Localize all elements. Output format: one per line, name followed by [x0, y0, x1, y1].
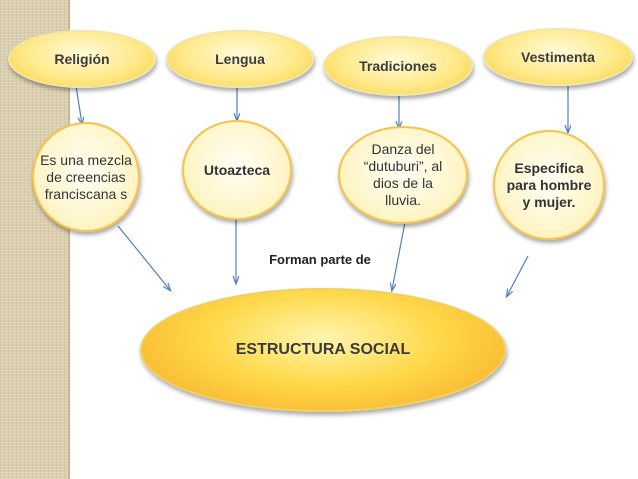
- node-lengua: Lengua: [166, 30, 314, 88]
- node-estructura-social-label: ESTRUCTURA SOCIAL: [235, 341, 411, 358]
- decorative-side-line: [68, 0, 70, 479]
- node-lengua-label: Lengua: [215, 50, 265, 67]
- node-vestimenta-label: Vestimenta: [521, 48, 595, 65]
- node-lengua-detail: Utoazteca: [182, 120, 292, 220]
- arrow-vestimenta-detail-to-center: [507, 255, 529, 296]
- node-lengua-detail-text: Utoazteca: [203, 161, 271, 178]
- node-tradiciones-label: Tradiciones: [359, 57, 437, 74]
- node-religion-label: Religión: [54, 50, 110, 67]
- node-vestimenta-detail-text: Especifica para hombre y mujer.: [506, 159, 592, 210]
- node-religion-detail-text: Es una mezcla de creencias franciscana s: [40, 151, 132, 202]
- arrow-religion-detail-to-center: [117, 225, 170, 290]
- connector-label: Forman parte de: [269, 252, 371, 267]
- node-tradiciones: Tradiciones: [323, 36, 473, 96]
- arrow-tradiciones-detail-to-center: [392, 221, 406, 290]
- node-religion-detail: Es una mezcla de creencias franciscana s: [32, 122, 140, 232]
- node-tradiciones-detail-text: Danza del “dutuburi”, al dios de la lluv…: [363, 141, 443, 208]
- node-tradiciones-detail: Danza del “dutuburi”, al dios de la lluv…: [338, 126, 468, 224]
- arrow-religion-to-detail: [75, 85, 82, 124]
- node-vestimenta-detail: Especifica para hombre y mujer.: [493, 130, 605, 240]
- node-religion: Religión: [8, 30, 156, 88]
- node-vestimenta: Vestimenta: [483, 28, 633, 86]
- node-estructura-social: ESTRUCTURA SOCIAL: [140, 288, 506, 412]
